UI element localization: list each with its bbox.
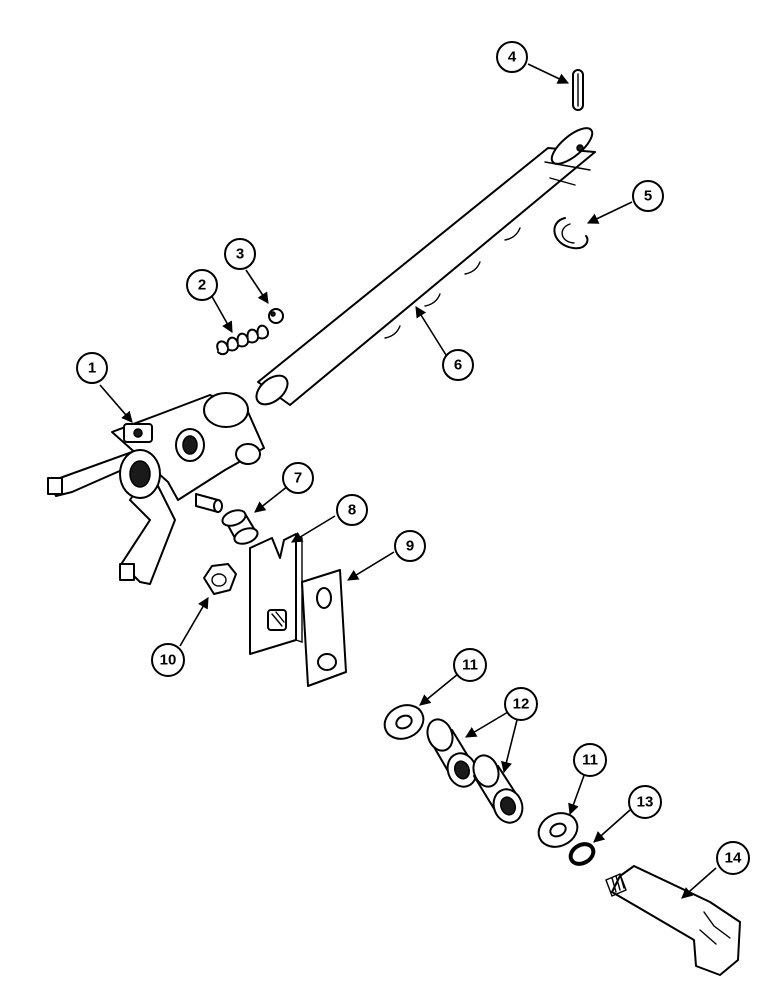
part-11-washer-upper [383,704,425,740]
callout-label: 12 [513,696,530,713]
leader-lines [99,63,717,899]
part-3-detent-ball [268,308,284,324]
part-4-roll-pin [572,69,584,111]
callout-label: 10 [160,652,177,669]
part-2-detent-spring [216,324,269,356]
callout-label: 6 [454,357,462,374]
callout-14: 14 [716,841,750,875]
callout-label: 1 [88,360,96,377]
callout-4: 4 [496,41,528,73]
callout-3: 3 [224,238,256,270]
callout-10: 10 [151,643,185,677]
callout-label: 11 [462,657,478,674]
callout-11-lower: 11 [573,743,607,777]
callout-11-upper: 11 [453,648,487,682]
callout-label: 11 [582,752,598,769]
part-11-washer-lower [537,812,579,848]
callout-9: 9 [394,530,426,562]
callout-1: 1 [76,352,108,384]
callout-label: 3 [236,246,244,263]
callout-label: 7 [294,470,302,487]
callout-label: 8 [348,502,356,519]
part-7-roller [221,509,259,545]
callout-6: 6 [442,349,474,381]
callout-label: 9 [406,538,414,555]
callout-label: 14 [725,850,742,867]
part-12-needle-bearing-2 [472,754,524,824]
part-5-circlip [553,217,589,250]
part-1-shift-fork [47,392,265,585]
callout-5: 5 [632,180,664,212]
callout-label: 4 [508,49,517,66]
part-10-nut [203,563,237,595]
part-12-needle-bearing-1 [426,718,478,788]
callout-12: 12 [504,687,538,721]
callout-label: 5 [644,188,652,205]
callout-2: 2 [186,269,218,301]
callout-13: 13 [628,785,662,819]
callout-label: 13 [637,794,654,811]
part-6-shift-rod [255,127,596,406]
part-13-o-ring [568,842,596,866]
callout-8: 8 [336,494,368,526]
part-14-shift-lever [605,865,741,976]
callout-7: 7 [282,462,314,494]
part-9-plate [301,569,347,687]
part-8-slotted-plate [249,533,303,655]
callout-label: 2 [198,277,206,294]
